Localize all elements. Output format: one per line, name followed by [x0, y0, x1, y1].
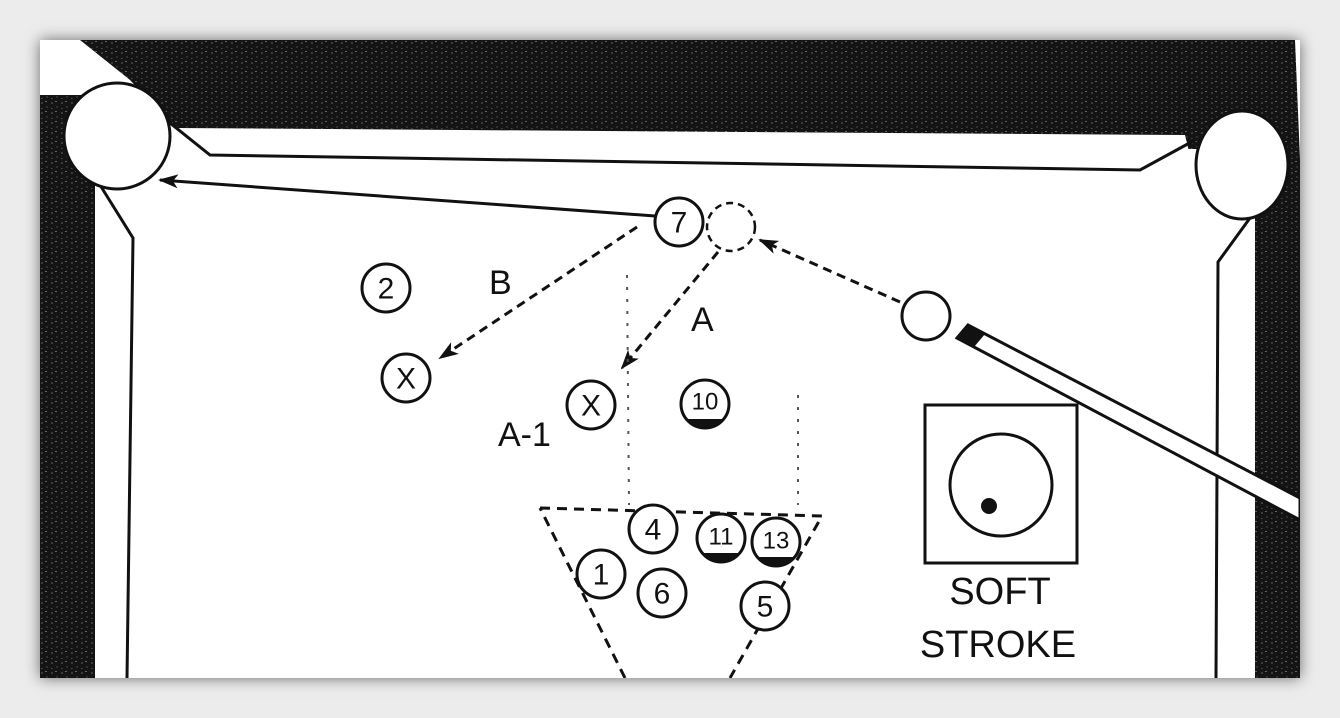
ball-5: 5 — [739, 580, 791, 632]
ball-1-number: 1 — [593, 559, 610, 592]
path-a-line — [620, 251, 720, 370]
pockets — [62, 81, 1290, 221]
cue-tip-position-box — [923, 403, 1079, 565]
target-x-b-label: X — [396, 363, 416, 396]
target-x-a1-label: X — [581, 390, 601, 423]
ball-5-number: 5 — [757, 591, 774, 624]
cue-ball-path — [758, 238, 901, 304]
target-x-a1: X — [565, 379, 617, 431]
cue-ball-face — [948, 432, 1054, 538]
ball-6-number: 6 — [654, 578, 671, 611]
path-a1-label: A-1 — [498, 416, 551, 454]
rack-triangle — [538, 506, 825, 678]
cue-stick — [954, 323, 1300, 522]
pool-table-diagram: 7 2 10 4 11 13 1 6 5 X X — [40, 40, 1300, 678]
ball-11: 11 — [695, 512, 747, 564]
ghost-ball — [705, 201, 757, 253]
corner-pocket-left — [62, 81, 172, 191]
object-ball-path — [158, 174, 656, 218]
ball-6: 6 — [636, 567, 688, 619]
cue-ball — [900, 290, 952, 342]
ball-11-number: 11 — [709, 524, 734, 551]
path-b-line — [438, 225, 638, 360]
caption-stroke: STROKE — [920, 624, 1076, 666]
target-x-b: X — [380, 352, 432, 404]
ball-10-number: 10 — [692, 389, 719, 416]
caption-soft: SOFT — [949, 571, 1050, 613]
ball-7-number: 7 — [671, 207, 688, 240]
ball-4: 4 — [627, 503, 679, 555]
ball-13: 13 — [750, 516, 802, 568]
ball-2-number: 2 — [378, 273, 395, 306]
cue-tip-dot — [981, 498, 997, 514]
corner-pocket-right — [1194, 109, 1290, 221]
diagram-frame: 7 2 10 4 11 13 1 6 5 X X — [40, 40, 1300, 678]
rack-guide-left — [626, 274, 630, 506]
ball-1: 1 — [575, 548, 627, 600]
ball-7: 7 — [653, 196, 705, 248]
ball-13-number: 13 — [763, 528, 790, 555]
ball-10: 10 — [679, 378, 731, 430]
ball-4-number: 4 — [645, 514, 662, 547]
path-a-label: A — [691, 301, 714, 339]
ball-2: 2 — [360, 262, 412, 314]
shot-lines — [158, 174, 901, 506]
path-b-label: B — [489, 264, 512, 302]
